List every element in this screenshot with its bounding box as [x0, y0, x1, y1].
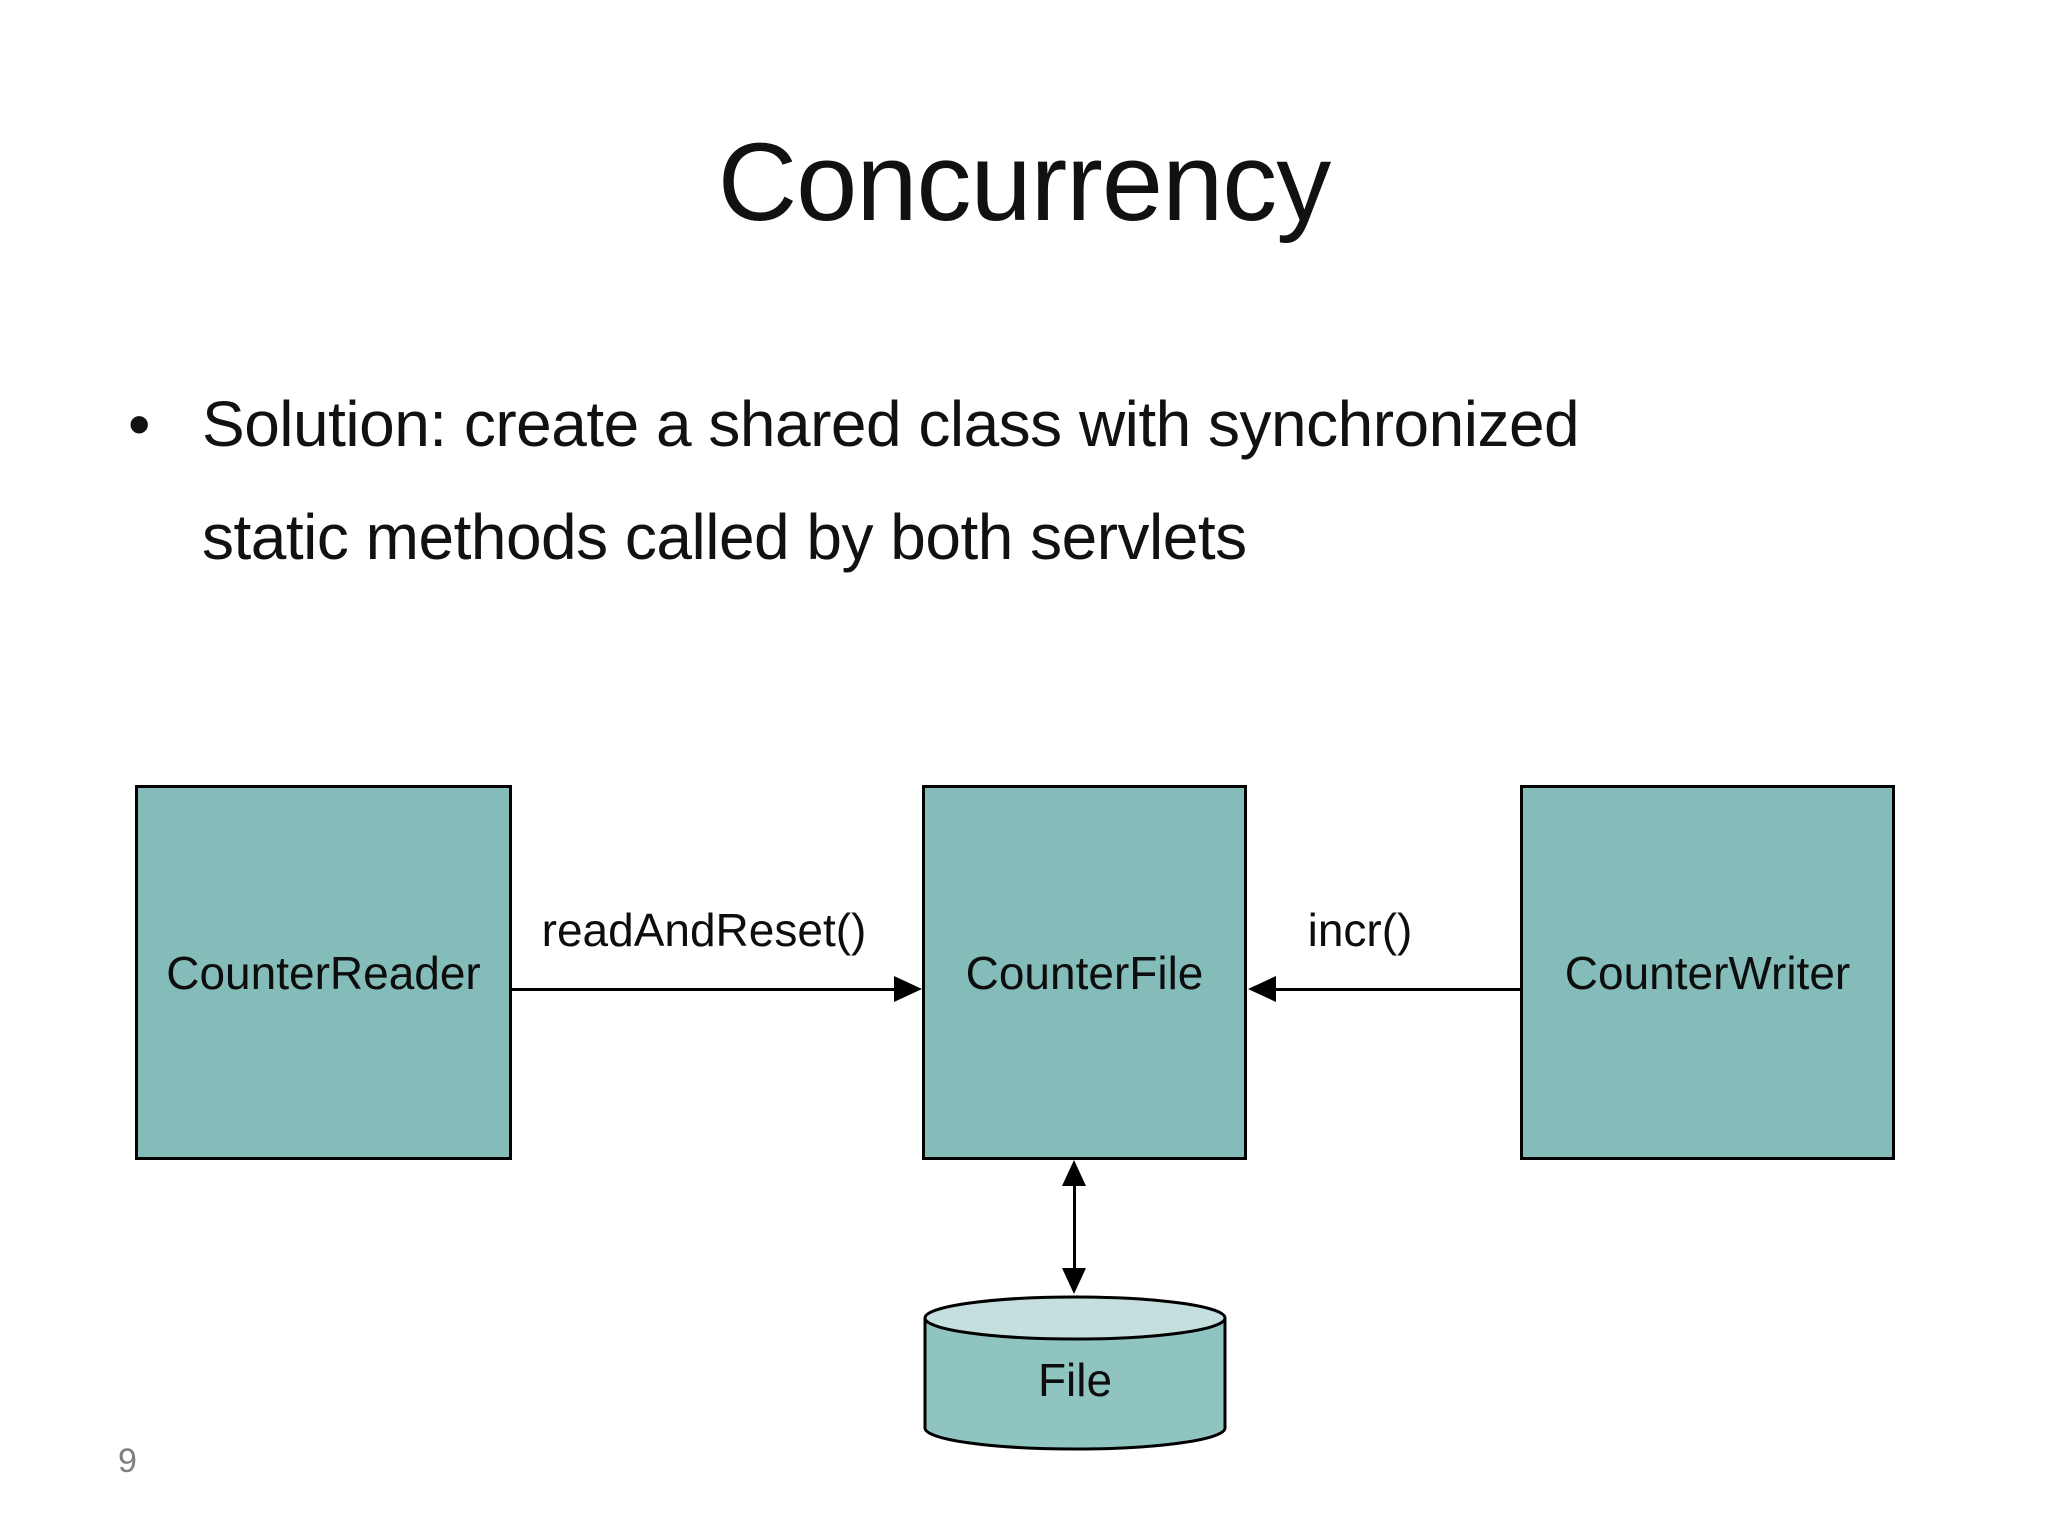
- slide-title: Concurrency: [717, 121, 1332, 244]
- bullet-item: • Solution: create a shared class with s…: [128, 368, 1668, 594]
- node-counter-file: CounterFile: [922, 785, 1247, 1160]
- arrowhead-left-icon: [1248, 976, 1276, 1002]
- page-number: 9: [118, 1442, 137, 1480]
- bullet-marker: •: [128, 388, 151, 460]
- arrowhead-up-icon: [1062, 1160, 1086, 1186]
- node-counter-file-label: CounterFile: [965, 946, 1204, 999]
- node-counter-reader-label: CounterReader: [166, 946, 481, 999]
- node-counter-writer-label: CounterWriter: [1564, 946, 1851, 999]
- edge-file-line: [1073, 1184, 1076, 1268]
- file-cylinder-icon: [923, 1295, 1227, 1451]
- cylinder-top: [923, 1295, 1227, 1341]
- bullet-text: Solution: create a shared class with syn…: [202, 388, 1580, 573]
- node-counter-writer: CounterWriter: [1520, 785, 1895, 1160]
- edge-readandreset-line: [512, 988, 896, 991]
- edge-incr-label: incr(): [1307, 904, 1413, 956]
- cylinder-body: [923, 1318, 1227, 1451]
- edge-readandreset-label: readAndReset(): [541, 904, 867, 956]
- node-counter-reader: CounterReader: [135, 785, 512, 1160]
- arrowhead-right-icon: [894, 976, 922, 1002]
- datastore-file-label: File: [1037, 1354, 1113, 1406]
- edge-incr-line: [1276, 988, 1520, 991]
- arrowhead-down-icon: [1062, 1268, 1086, 1294]
